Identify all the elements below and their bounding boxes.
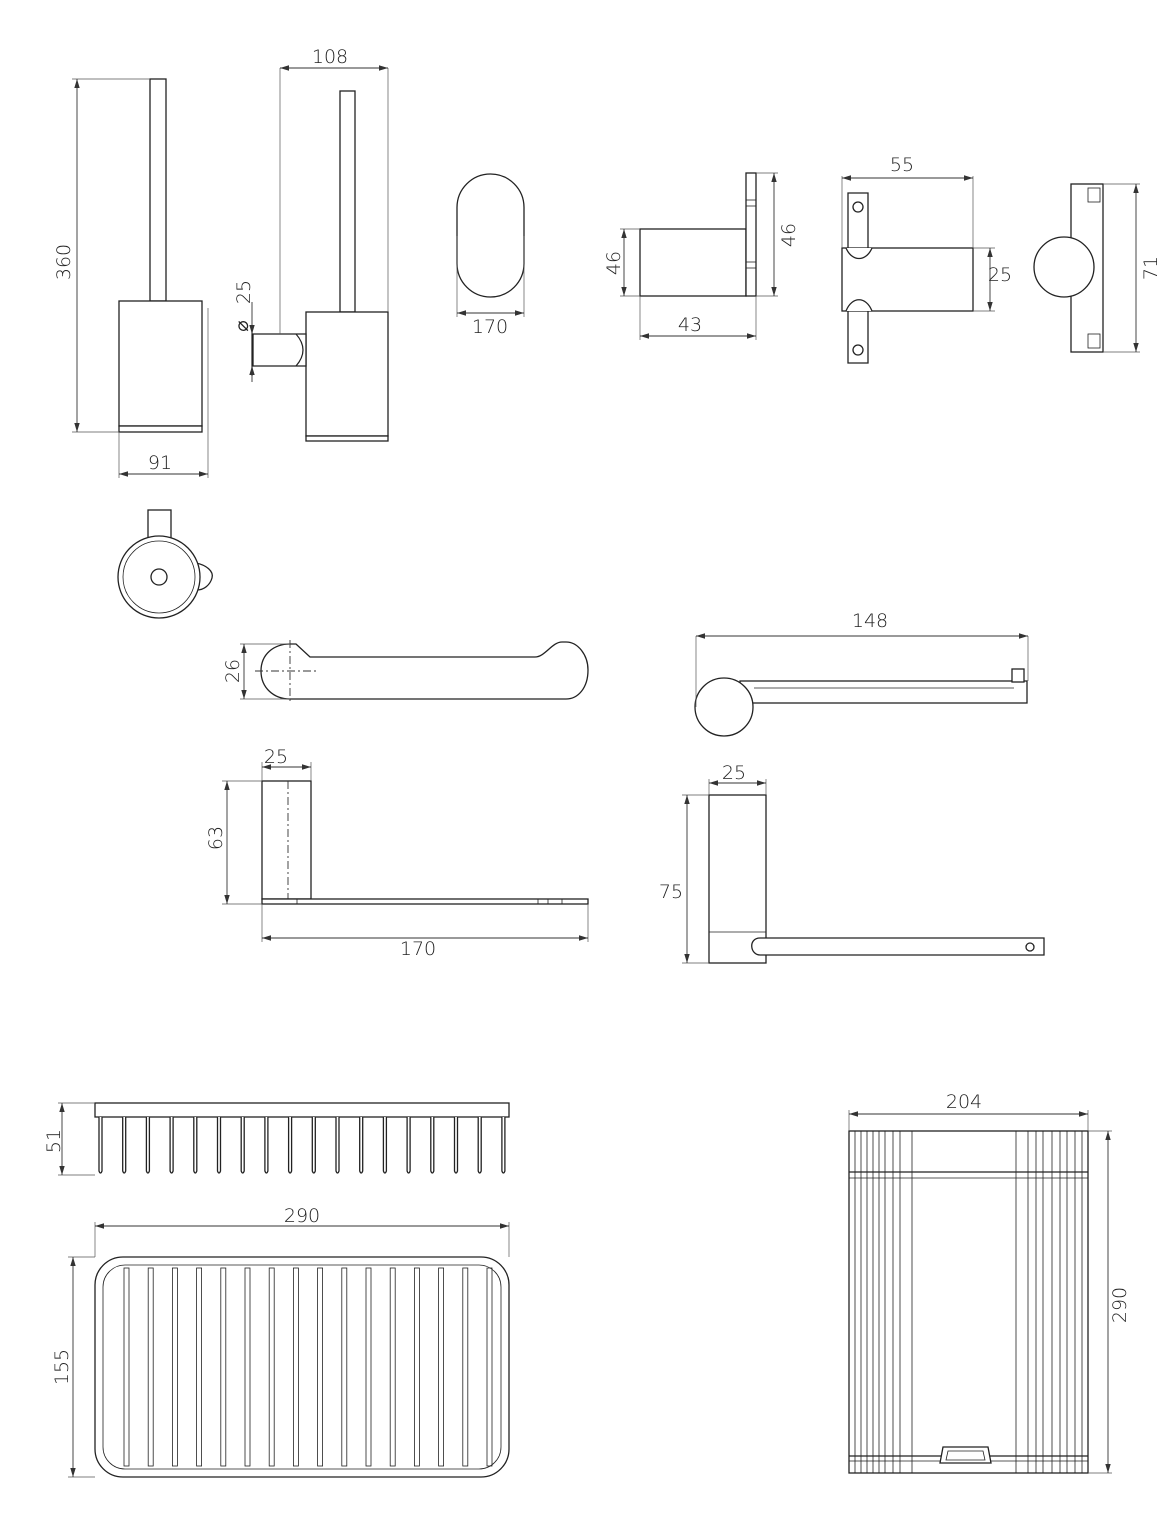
- basket-wire: [98, 1117, 103, 1174]
- basket-wire: [335, 1117, 340, 1174]
- basket-wires: [98, 1117, 506, 1174]
- waste-bin-width-label: 204: [946, 1091, 982, 1113]
- basket-wire: [382, 1117, 388, 1174]
- basket-wire: [264, 1117, 269, 1174]
- basket-wire: [359, 1117, 364, 1174]
- basket-top-wires: [123, 1267, 493, 1467]
- basket-top-wire: [244, 1267, 251, 1467]
- brush-holder-diameter-label: 25: [233, 280, 255, 304]
- brush-holder-width-label: 91: [148, 452, 172, 474]
- basket-top-wire: [341, 1267, 348, 1467]
- shower-basket-top-view: 290 155: [51, 1205, 510, 1478]
- basket-wire: [477, 1117, 482, 1174]
- basket-top-wire: [462, 1267, 469, 1467]
- basket-wire: [169, 1117, 174, 1174]
- shower-basket-front-view: 51: [43, 1102, 510, 1176]
- basket-top-wire: [171, 1267, 178, 1467]
- robe-hook-depth-label: 55: [890, 154, 914, 176]
- wall-hook-side-depth-label: 43: [678, 314, 702, 336]
- paper-holder-b-top-view: 148: [694, 610, 1029, 737]
- bin-ribs: [854, 1131, 1083, 1473]
- paper-holder-a-width-label: 25: [264, 746, 288, 768]
- brush-holder-front-view: 360 91: [53, 78, 209, 478]
- paper-holder-a-top-view: 26: [222, 640, 589, 703]
- shower-basket-depth-label: 155: [51, 1349, 73, 1385]
- basket-wire: [287, 1117, 293, 1174]
- shower-basket-height-label: 51: [43, 1129, 65, 1153]
- basket-top-wire: [389, 1267, 396, 1467]
- basket-top-wire: [365, 1267, 372, 1467]
- waste-bin-height-label: 290: [1109, 1287, 1131, 1323]
- paper-holder-a-height-label: 26: [222, 659, 244, 683]
- basket-wire: [453, 1117, 459, 1174]
- paper-holder-b-width-label: 25: [722, 762, 746, 784]
- brush-holder-height-label: 360: [53, 244, 75, 280]
- wall-hook-front-view: 170: [456, 173, 525, 338]
- basket-wire: [406, 1117, 411, 1174]
- brush-holder-side-view: 108 ⌀ 25: [231, 46, 389, 442]
- paper-holder-b-side-view: 25 75: [659, 762, 1045, 964]
- shower-basket-width-label: 290: [284, 1205, 320, 1227]
- paper-holder-a-depth-label: 63: [205, 826, 227, 850]
- basket-top-wire: [123, 1267, 130, 1467]
- paper-holder-a-side-view: 25 63 170: [205, 746, 589, 960]
- diameter-symbol: ⌀: [231, 320, 253, 331]
- basket-wire: [501, 1117, 506, 1174]
- robe-hook-side-view: 55 25: [841, 154, 1012, 364]
- basket-top-wire: [317, 1267, 324, 1467]
- basket-top-wire: [292, 1267, 299, 1467]
- basket-top-wire: [220, 1267, 227, 1467]
- basket-wire: [311, 1117, 316, 1174]
- wall-hook-side-height-label: 46: [603, 251, 625, 275]
- robe-hook-front-view: 71: [1033, 183, 1162, 353]
- basket-wire: [430, 1117, 435, 1174]
- paper-holder-b-length-label: 148: [852, 610, 888, 632]
- basket-wire: [122, 1117, 127, 1174]
- basket-top-wire: [438, 1267, 445, 1467]
- basket-top-wire: [147, 1267, 154, 1467]
- robe-hook-diameter-label: 25: [988, 264, 1012, 286]
- basket-wire: [240, 1117, 245, 1174]
- wall-hook-front-label: 170: [472, 316, 508, 338]
- basket-top-wire: [413, 1267, 420, 1467]
- basket-wire: [193, 1117, 198, 1174]
- paper-holder-a-length-label: 170: [400, 938, 436, 960]
- basket-wire: [216, 1117, 222, 1174]
- brush-holder-depth-label: 108: [312, 46, 348, 68]
- paper-holder-b-depth-label: 75: [659, 881, 683, 903]
- basket-top-wire: [268, 1267, 275, 1467]
- waste-bin-front-view: 204 290: [848, 1091, 1131, 1474]
- wall-hook-side-view: 46 46 43: [603, 172, 800, 340]
- brush-holder-top-view: [117, 509, 213, 619]
- robe-hook-height-label: 71: [1140, 256, 1162, 280]
- basket-top-wire: [196, 1267, 203, 1467]
- basket-wire: [145, 1117, 151, 1174]
- basket-top-wire: [486, 1267, 493, 1467]
- wall-hook-plate-height-label: 46: [778, 223, 800, 247]
